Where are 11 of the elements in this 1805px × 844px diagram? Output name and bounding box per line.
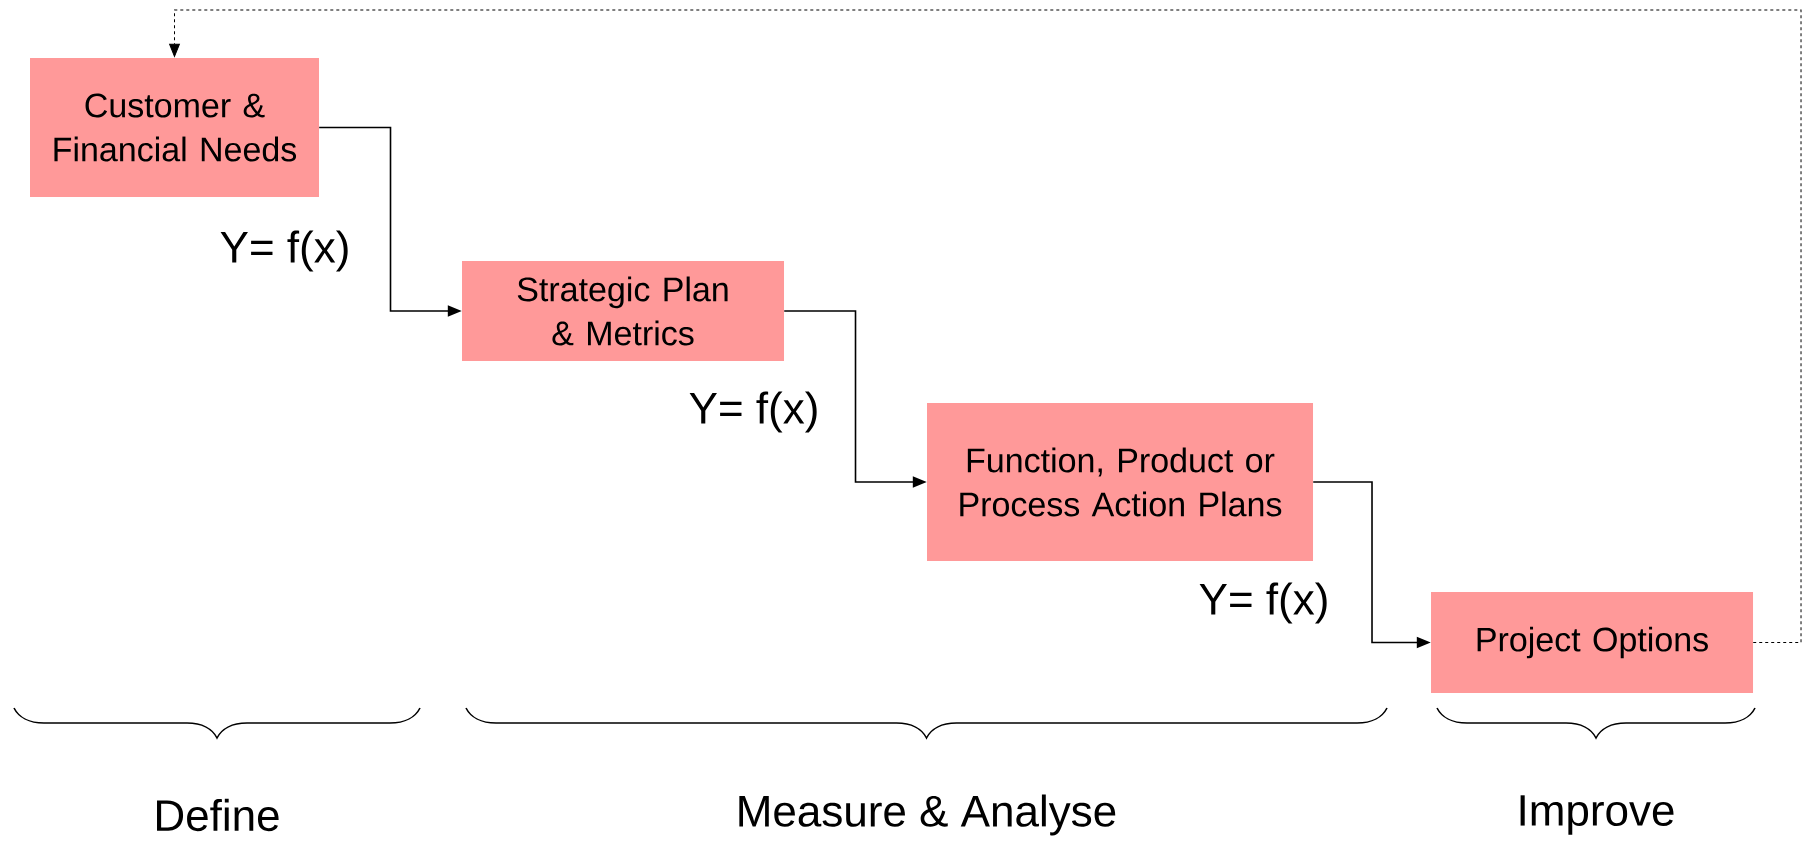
function-label: Y= f(x): [1199, 582, 1327, 624]
function-label: Y= f(x): [689, 391, 817, 433]
arrow: [169, 9, 1802, 643]
process-box: Customer & Financial Needs: [30, 58, 319, 197]
process-box: Strategic Plan & Metrics: [462, 261, 784, 361]
phase-label: Define: [157, 798, 279, 832]
process-box: Function, Product or Process Action Plans: [927, 403, 1313, 561]
process-box: Project Options: [1431, 592, 1753, 693]
phase-label: Improve: [1520, 795, 1674, 835]
phase-label: Measure & Analyse: [739, 794, 1116, 836]
function-label: Y= f(x): [220, 230, 348, 272]
